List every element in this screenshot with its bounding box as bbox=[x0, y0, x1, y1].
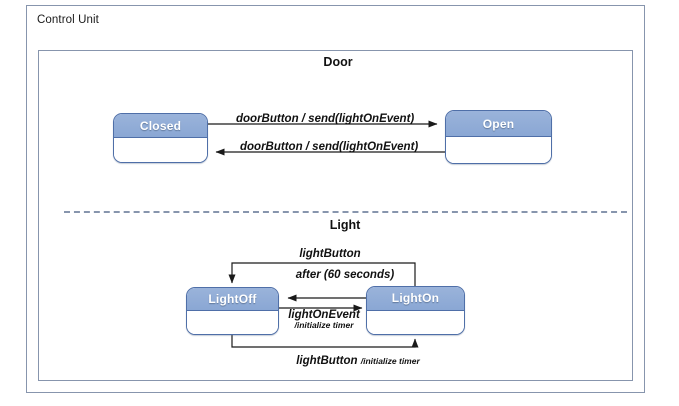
state-lighton-header: LightOn bbox=[367, 287, 464, 311]
state-lighton-label: LightOn bbox=[391, 291, 440, 306]
state-lightoff-header: LightOff bbox=[187, 288, 278, 311]
transition-label-light-on-event-effect: /initialize timer bbox=[294, 320, 354, 330]
state-lightoff-body bbox=[187, 311, 278, 334]
transition-label-open-to-closed: doorButton / send(lightOnEvent) bbox=[240, 141, 419, 153]
state-closed-header: Closed bbox=[114, 114, 207, 138]
state-machine-frame bbox=[38, 50, 633, 381]
state-closed-body bbox=[114, 138, 207, 162]
transition-label-light-button-bottom: lightButton /initialize timer bbox=[296, 355, 420, 367]
transition-label-light-on-event: lightOnEvent /initialize timer bbox=[288, 309, 360, 330]
region-divider bbox=[64, 211, 627, 213]
state-open-body bbox=[446, 137, 551, 163]
state-lightoff[interactable]: LightOff bbox=[186, 287, 279, 335]
transition-label-light-on-event-event: lightOnEvent bbox=[288, 309, 360, 321]
state-lightoff-label: LightOff bbox=[208, 292, 257, 306]
state-open-label: Open bbox=[482, 116, 515, 131]
state-closed-label: Closed bbox=[139, 118, 182, 133]
region-label-light: Light bbox=[329, 218, 361, 232]
transition-label-closed-to-open: doorButton / send(lightOnEvent) bbox=[236, 113, 415, 125]
state-open[interactable]: Open bbox=[445, 110, 552, 164]
state-lighton-body bbox=[367, 310, 464, 334]
transition-label-light-button-bottom-event: lightButton bbox=[296, 355, 361, 367]
transition-label-light-button-top: lightButton bbox=[299, 248, 361, 260]
transition-label-light-button-bottom-effect: /initialize timer bbox=[360, 356, 420, 366]
state-lighton[interactable]: LightOn bbox=[366, 286, 465, 335]
control-unit-title: Control Unit bbox=[37, 14, 99, 26]
state-closed[interactable]: Closed bbox=[113, 113, 208, 163]
transition-label-after-60-seconds: after (60 seconds) bbox=[295, 269, 395, 281]
state-open-header: Open bbox=[446, 111, 551, 137]
region-label-door: Door bbox=[323, 55, 353, 69]
